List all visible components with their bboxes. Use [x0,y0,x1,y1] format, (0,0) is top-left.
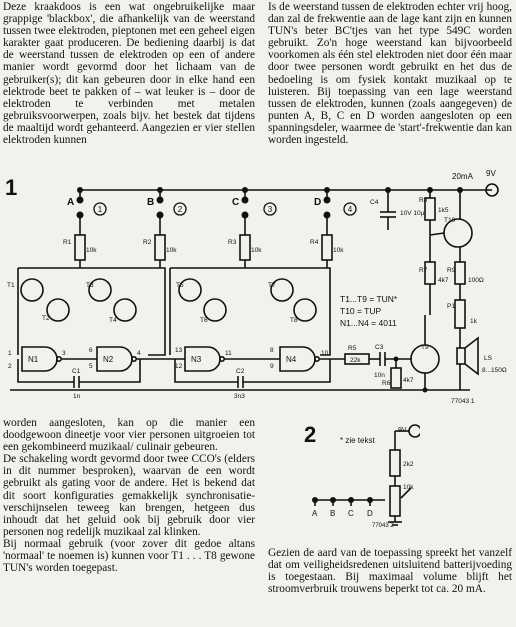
point-a-label: A [67,197,74,208]
legend-line-3: N1...N4 = 4011 [340,318,397,328]
svg-text:4: 4 [137,350,141,357]
c4-value: 10V 10µ [400,210,425,217]
paragraph-top-right: Is de weerstand tussen de elektroden ech… [268,1,512,147]
gate-n2-label: N2 [103,355,114,364]
c3-value: 10n [374,372,385,379]
point-number-1: 1 [98,205,103,214]
svg-text:T8: T8 [290,317,298,324]
figure-1-number: 1 [5,175,18,200]
svg-text:C3: C3 [375,344,384,351]
svg-text:T7: T7 [268,282,276,289]
svg-text:13: 13 [175,347,183,354]
figure-1-code: 77043 1 [451,398,475,405]
c1-value: 1n [73,393,81,400]
point-c-label: C [232,197,239,208]
supply-voltage: 9V [486,169,496,178]
figure-2-point-d: D [367,509,373,518]
point-number-4: 4 [348,205,353,214]
figure-2-code: 77043 2 [372,523,394,529]
svg-text:R1: R1 [63,239,72,246]
paragraph-top-left: Deze kraakdoos is een wat ongebruikelijk… [3,1,255,147]
paragraph-bottom-right: Gezien de aard van de toepassing spreekt… [268,547,512,596]
svg-text:6: 6 [89,347,93,354]
r3-value: 10k [251,247,262,254]
r2-value: 10k [166,247,177,254]
figure-2-point-c: C [348,509,354,518]
point-number-2: 2 [178,205,183,214]
svg-text:C2: C2 [236,368,245,375]
svg-text:T5: T5 [176,282,184,289]
r6-value: 4k7 [403,377,414,384]
svg-text:C4: C4 [370,199,379,206]
svg-text:8: 8 [270,347,274,354]
svg-text:T9: T9 [421,344,429,351]
c2-value: 3n3 [234,393,245,400]
point-number-3: 3 [268,205,273,214]
r9-value: 100Ω [468,277,484,284]
svg-text:R6: R6 [382,380,391,387]
svg-text:5: 5 [89,363,93,370]
r1-value: 10k [86,247,97,254]
r4-value: 10k [333,247,344,254]
supply-current: 20mA [452,172,474,181]
svg-text:3: 3 [62,350,66,357]
svg-text:T1: T1 [7,282,15,289]
figure-2-number: 2 [304,422,317,447]
legend-line-2: T10 = TUP [340,306,382,316]
svg-text:R4: R4 [310,239,319,246]
figure-2-note: * zie tekst [340,436,375,445]
figure-2-voltage: 9V [398,427,407,434]
svg-text:R7: R7 [419,267,428,274]
r5-value: 22k [350,357,361,364]
figure-2-point-a: A [312,509,318,518]
svg-text:1: 1 [8,350,12,357]
point-d-label: D [314,197,321,208]
figure-2-potmeter: 10k [403,484,414,491]
figure-2-point-b: B [330,509,335,518]
svg-text:2: 2 [8,363,12,370]
svg-text:R8: R8 [419,197,428,204]
svg-text:C1: C1 [72,368,81,375]
p1-name: P1 [447,303,455,310]
svg-text:T4: T4 [109,317,117,324]
gate-n3-label: N3 [191,355,202,364]
paragraph-bottom-left: worden aangesloten, kan op die manier ee… [3,417,255,575]
point-b-label: B [147,197,154,208]
svg-text:T10: T10 [444,217,456,224]
ls-value: 8...150Ω [482,367,507,374]
svg-text:12: 12 [175,363,183,370]
svg-text:11: 11 [225,350,232,357]
ls-name: LS [484,355,493,362]
figure-2-resistor: 2k2 [403,461,414,468]
svg-text:R9: R9 [447,267,456,274]
legend-line-1: T1...T9 = TUN* [340,294,398,304]
r7-value: 4k7 [438,277,449,284]
svg-text:9: 9 [270,363,274,370]
svg-text:R5: R5 [348,345,357,352]
svg-text:T2: T2 [42,315,50,322]
svg-text:R3: R3 [228,239,237,246]
svg-text:R2: R2 [143,239,152,246]
gate-n4-label: N4 [286,355,297,364]
r8-value: 1k5 [438,207,449,214]
figure-2-schematic: * zie tekst 9V 2k2 10k A B C D 77043 2 [312,424,420,529]
svg-text:10: 10 [321,350,329,357]
gate-n1-label: N1 [28,355,39,364]
svg-text:T3: T3 [86,282,94,289]
p1-value: 1k [470,318,478,325]
svg-text:T6: T6 [200,317,208,324]
